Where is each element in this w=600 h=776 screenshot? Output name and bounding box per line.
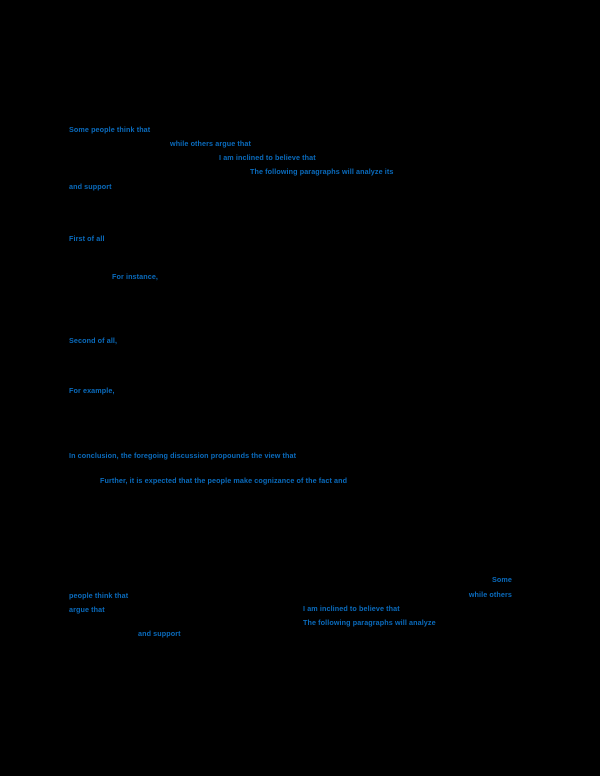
footer-fragment-argue-that: argue that — [69, 605, 105, 614]
footer-fragment-people-think-that: people think that — [69, 591, 129, 600]
paragraph-1-example-marker: For instance, — [112, 272, 159, 281]
intro-line-4: The following paragraphs will analyze it… — [250, 167, 394, 176]
footer-fragment-following: The following paragraphs will analyze — [303, 618, 436, 627]
conclusion-line-1: In conclusion, the foregoing discussion … — [69, 451, 297, 460]
footer-fragment-and-support: and support — [138, 629, 181, 638]
footer-fragment-while-others: while others — [468, 590, 512, 599]
conclusion-line-2: Further, it is expected that the people … — [100, 476, 348, 485]
footer-fragment-inclined: I am inclined to believe that — [303, 604, 400, 613]
footer-fragment-some: Some — [492, 575, 512, 584]
intro-line-5: and support — [69, 182, 112, 191]
intro-line-2: while others argue that — [170, 139, 251, 148]
paragraph-2-opener: Second of all, — [69, 336, 118, 345]
intro-line-1: Some people think that — [69, 125, 151, 134]
paragraph-2-example-marker: For example, — [69, 386, 115, 395]
paragraph-1-opener: First of all — [69, 234, 105, 243]
intro-line-3: I am inclined to believe that — [219, 153, 316, 162]
